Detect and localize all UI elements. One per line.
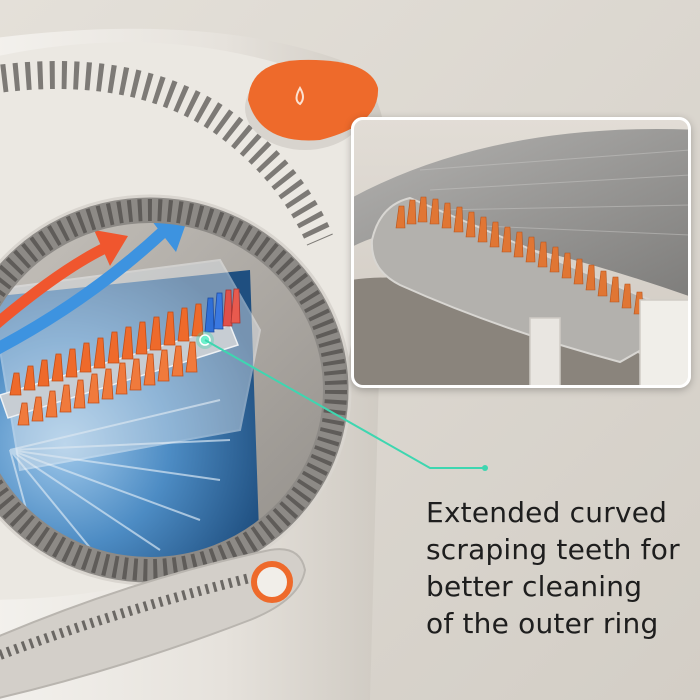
scraping-teeth bbox=[9, 288, 241, 426]
inset-bristles bbox=[395, 196, 644, 315]
outer-rib-arc bbox=[0, 61, 333, 246]
spin-basket-spokes bbox=[9, 399, 231, 560]
mop-pad bbox=[351, 129, 691, 300]
mop-closeup-inset bbox=[351, 117, 691, 388]
mop-underside bbox=[351, 277, 650, 388]
pointer-line bbox=[196, 331, 488, 471]
water-drop-icon bbox=[245, 59, 379, 150]
bucket-handle bbox=[0, 548, 307, 699]
scraper-holder bbox=[370, 196, 659, 364]
mop-handle bbox=[529, 317, 561, 388]
mop-stand bbox=[639, 299, 691, 388]
feature-caption: Extended curved scraping teeth for bette… bbox=[426, 496, 680, 640]
